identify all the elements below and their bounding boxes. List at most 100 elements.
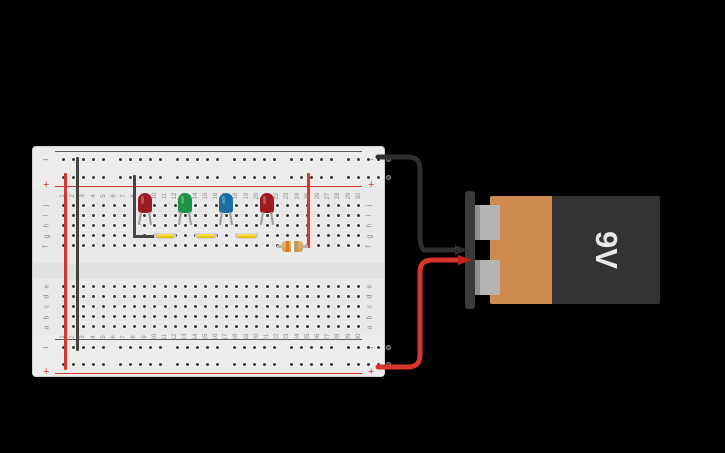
black-led-cathode-wire-horizontal[interactable]: [133, 234, 157, 238]
hole-row-j: [61, 203, 65, 207]
hole-row-i: [61, 213, 65, 217]
column-label-bottom-19: 19: [243, 333, 250, 341]
bottom-plus-rail-hole: [289, 362, 293, 366]
bottom-plus-rail-hole: [320, 362, 324, 366]
hole-row-i: [285, 213, 289, 217]
hole-row-g: [275, 234, 279, 238]
hole-row-c: [71, 304, 75, 308]
hole-row-b: [92, 315, 96, 319]
hole-row-h: [357, 223, 361, 227]
hole-row-d: [265, 294, 269, 298]
row-label-right-d: d: [366, 294, 374, 299]
hole-row-b: [204, 315, 208, 319]
column-label-top-23: 23: [284, 192, 291, 200]
hole-row-b: [255, 315, 259, 319]
led-bulb: [178, 193, 193, 213]
hole-row-i: [347, 213, 351, 217]
hole-row-j: [245, 203, 249, 207]
bottom-minus-rail-hole: [61, 345, 65, 349]
hole-row-f: [255, 244, 259, 248]
top-plus-rail-hole: [309, 175, 313, 179]
column-label-top-18: 18: [233, 192, 240, 200]
hole-row-i: [214, 213, 218, 217]
resistor[interactable]: [277, 240, 308, 252]
battery-9v[interactable]: 9V: [460, 191, 660, 309]
yellow-jumper-1[interactable]: [153, 233, 177, 239]
hole-row-d: [61, 294, 65, 298]
top-minus-rail-hole: [185, 157, 189, 161]
hole-row-h: [285, 223, 289, 227]
led-lead: [270, 211, 275, 225]
hole-row-i: [316, 213, 320, 217]
hole-row-h: [81, 223, 85, 227]
bottom-minus-rail-hole: [330, 345, 334, 349]
bottom-plus-rail-hole: [377, 362, 381, 366]
hole-row-e: [285, 284, 289, 288]
column-label-bottom-15: 15: [202, 333, 209, 341]
hole-row-j: [285, 203, 289, 207]
hole-row-i: [102, 213, 106, 217]
black-led-cathode-wire-vertical[interactable]: [133, 175, 137, 238]
jumper-end: [254, 233, 258, 239]
bottom-minus-rail-hole: [387, 345, 391, 349]
bottom-minus-rail-hole: [92, 345, 96, 349]
top-minus-rail-hole: [206, 157, 210, 161]
yellow-jumper-2[interactable]: [194, 233, 217, 239]
hole-row-b: [194, 315, 198, 319]
hole-row-f: [143, 244, 147, 248]
bottom-minus-rail-hole: [377, 345, 381, 349]
column-label-top-14: 14: [192, 192, 199, 200]
black-battery-lead: [375, 154, 458, 253]
hole-row-f: [122, 244, 126, 248]
top-minus-rail-hole: [159, 157, 163, 161]
hole-row-e: [143, 284, 147, 288]
hole-row-d: [306, 294, 310, 298]
hole-row-d: [163, 294, 167, 298]
bottom-minus-rail-hole: [263, 345, 267, 349]
yellow-jumper-3[interactable]: [235, 233, 258, 239]
hole-row-a: [357, 325, 361, 329]
red-rail-bridge-wire[interactable]: [64, 173, 67, 370]
hole-row-c: [306, 304, 310, 308]
bottom-plus-rail-hole: [138, 362, 142, 366]
black-rail-bridge-wire[interactable]: [76, 157, 80, 351]
hole-row-g: [81, 234, 85, 238]
hole-row-e: [296, 284, 300, 288]
hole-row-h: [245, 223, 249, 227]
hole-row-i: [245, 213, 249, 217]
hole-row-f: [265, 244, 269, 248]
hole-row-g: [336, 234, 340, 238]
battery-snap-bottom: [480, 260, 500, 295]
top-left-minus-sign: –: [43, 154, 49, 164]
hole-row-i: [296, 213, 300, 217]
hole-row-a: [81, 325, 85, 329]
bottom-minus-rail-hole: [118, 345, 122, 349]
column-label-bottom-20: 20: [253, 333, 260, 341]
bottom-minus-rail-hole: [320, 345, 324, 349]
hole-row-h: [153, 223, 157, 227]
hole-row-c: [163, 304, 167, 308]
row-label-left-g: g: [43, 234, 51, 239]
hole-row-b: [326, 315, 330, 319]
hole-row-j: [163, 203, 167, 207]
hole-row-b: [306, 315, 310, 319]
hole-row-a: [71, 325, 75, 329]
hole-row-b: [275, 315, 279, 319]
hole-row-g: [285, 234, 289, 238]
hole-row-e: [71, 284, 75, 288]
column-label-bottom-3: 3: [80, 335, 87, 339]
top-minus-rail-hole: [346, 157, 350, 161]
led-highlight: [222, 196, 226, 204]
column-label-top-5: 5: [100, 194, 107, 198]
red-resistor-rail-wire[interactable]: [306, 173, 310, 248]
bottom-plus-rail-hole: [299, 362, 303, 366]
column-label-top-7: 7: [121, 194, 128, 198]
bottom-minus-rail-hole: [185, 345, 189, 349]
bottom-plus-rail-hole: [309, 362, 313, 366]
hole-row-b: [112, 315, 116, 319]
hole-row-e: [194, 284, 198, 288]
hole-row-j: [357, 203, 361, 207]
top-plus-rail-hole: [216, 175, 220, 179]
hole-row-d: [102, 294, 106, 298]
